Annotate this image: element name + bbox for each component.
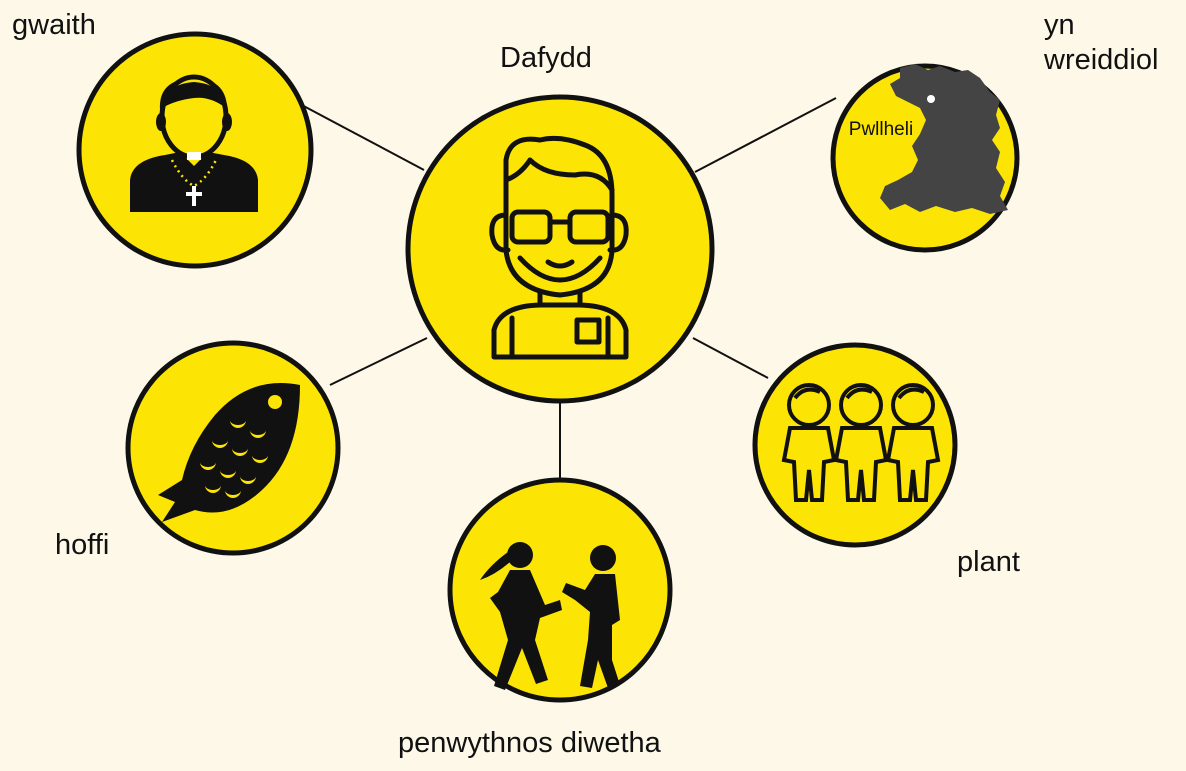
wales-map-icon [880, 64, 1008, 214]
node-weekend [447, 477, 673, 703]
connector-children [692, 337, 769, 379]
work-label: gwaith [12, 9, 96, 41]
node-origin: Pwllheli [830, 63, 1020, 253]
node-likes [125, 340, 341, 556]
likes-label: hoffi [55, 529, 110, 561]
child-figure-1 [781, 383, 837, 502]
connector-work [297, 102, 425, 171]
origin-label-line2: wreiddiol [1044, 44, 1159, 76]
children-label: plant [957, 546, 1020, 578]
fish-icon [158, 383, 300, 522]
center-name-label: Dafydd [500, 42, 592, 74]
child-figure-3 [885, 383, 941, 502]
weekend-label: penwythnos diwetha [398, 727, 661, 759]
origin-label-line1: yn [1044, 9, 1075, 41]
dancing-couple-icon [480, 542, 620, 690]
child-figure-2 [833, 383, 889, 502]
three-children-icon [781, 383, 941, 502]
pwllheli-marker [927, 95, 935, 103]
connector-origin [694, 97, 837, 173]
node-work [76, 31, 314, 269]
connectors [297, 97, 837, 488]
place-label: Pwllheli [849, 119, 913, 140]
connector-likes [329, 337, 428, 386]
node-children [752, 342, 958, 548]
node-center [405, 94, 715, 404]
man-with-glasses-icon [489, 135, 629, 360]
priest-icon [130, 74, 258, 212]
